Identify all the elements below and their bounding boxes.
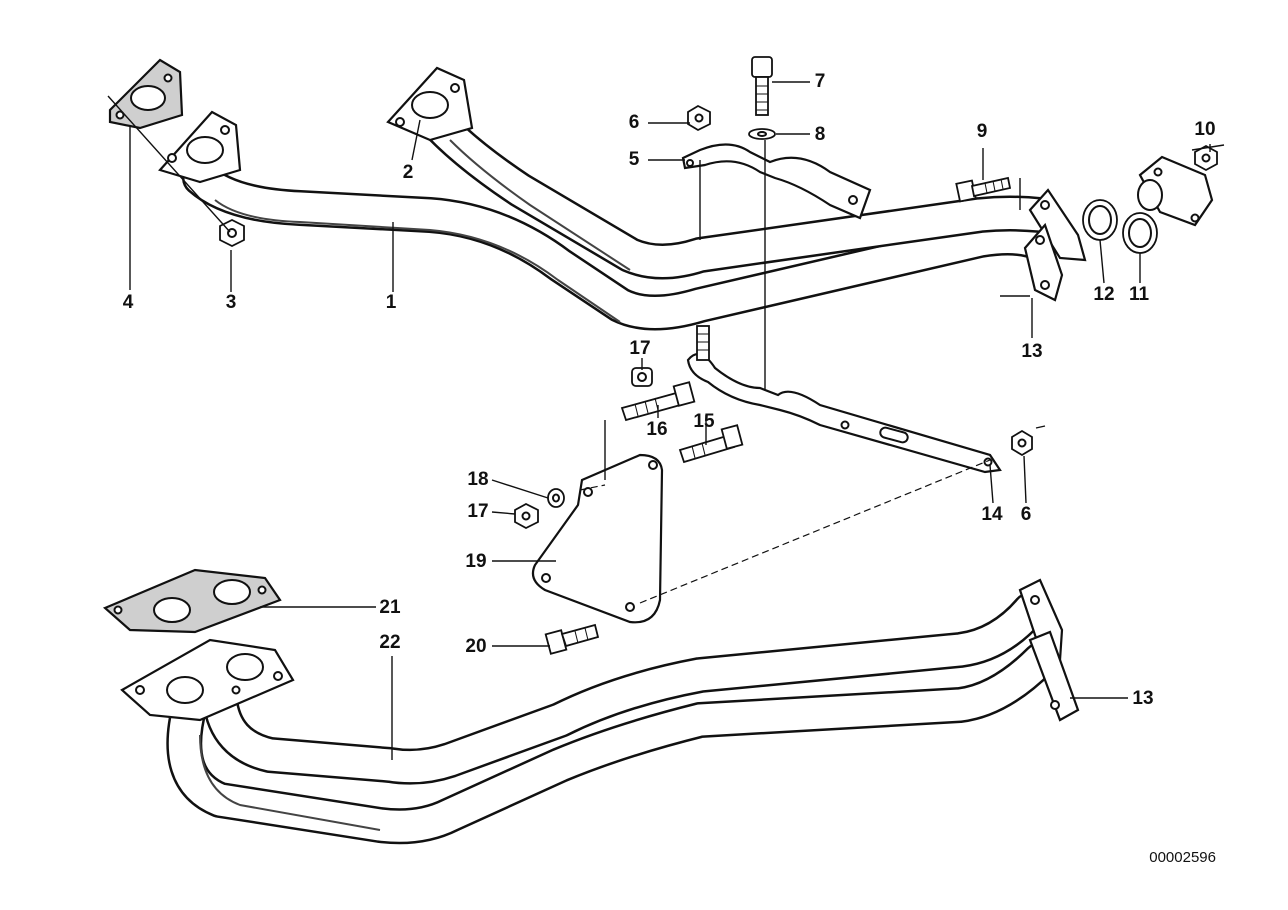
part-label-15: 15	[693, 411, 715, 432]
part-label-19: 19	[465, 551, 486, 572]
gasket-21	[102, 568, 282, 634]
bolt-20	[544, 623, 600, 655]
part-label-4: 4	[123, 292, 134, 313]
washer-8	[748, 128, 776, 140]
part-label-8: 8	[815, 124, 826, 145]
part-label-21: 21	[379, 597, 401, 618]
nut-6-right	[1011, 429, 1033, 457]
part-label-20: 20	[465, 636, 486, 657]
front-pipe-upper	[182, 97, 1058, 331]
part-label-11: 11	[1129, 284, 1150, 305]
upper-right-flanges	[1023, 188, 1087, 302]
part-label-3: 3	[226, 292, 237, 313]
part-label-17: 17	[629, 338, 650, 359]
clamp-bracket-5	[681, 143, 872, 220]
part-label-17: 17	[467, 501, 488, 522]
part-label-10: 10	[1194, 119, 1215, 140]
bolt-7	[751, 56, 773, 116]
nut-6-top	[687, 104, 711, 132]
part-label-13: 13	[1021, 341, 1042, 362]
washer-18	[547, 488, 565, 508]
part-label-1: 1	[386, 292, 397, 313]
part-label-16: 16	[646, 419, 667, 440]
stud	[696, 325, 710, 361]
front-pipe-lower	[166, 592, 1058, 845]
diagram-reference-id: 00002596	[1149, 849, 1216, 866]
nut-17-top	[631, 367, 653, 387]
part-label-2: 2	[403, 162, 414, 183]
rear-connector-flange	[1137, 155, 1214, 227]
part-label-14: 14	[981, 504, 1003, 525]
bolt-15	[678, 424, 744, 464]
part-label-12: 12	[1093, 284, 1114, 305]
upper-pipe-right-branch-flange	[386, 66, 474, 142]
lower-pipe-flange	[120, 638, 295, 722]
part-label-5: 5	[629, 149, 640, 170]
part-label-13: 13	[1132, 688, 1153, 709]
nut-10	[1194, 144, 1218, 172]
part-label-9: 9	[977, 121, 988, 142]
lower-right-flanges	[1018, 578, 1080, 722]
part-label-6: 6	[1021, 504, 1032, 525]
bracket-19	[531, 453, 664, 624]
alignment-dashes	[579, 459, 991, 604]
leader-lines	[107, 81, 1225, 760]
part-label-22: 22	[379, 632, 400, 653]
bolt-9	[955, 176, 1012, 203]
part-label-6: 6	[629, 112, 640, 133]
part-label-18: 18	[467, 469, 488, 490]
nut-17-lower	[514, 502, 539, 530]
upper-pipe-left-flange	[158, 110, 242, 184]
part-label-7: 7	[815, 71, 826, 92]
gasket-4	[108, 58, 184, 130]
clamp-bracket-14	[686, 353, 1002, 474]
